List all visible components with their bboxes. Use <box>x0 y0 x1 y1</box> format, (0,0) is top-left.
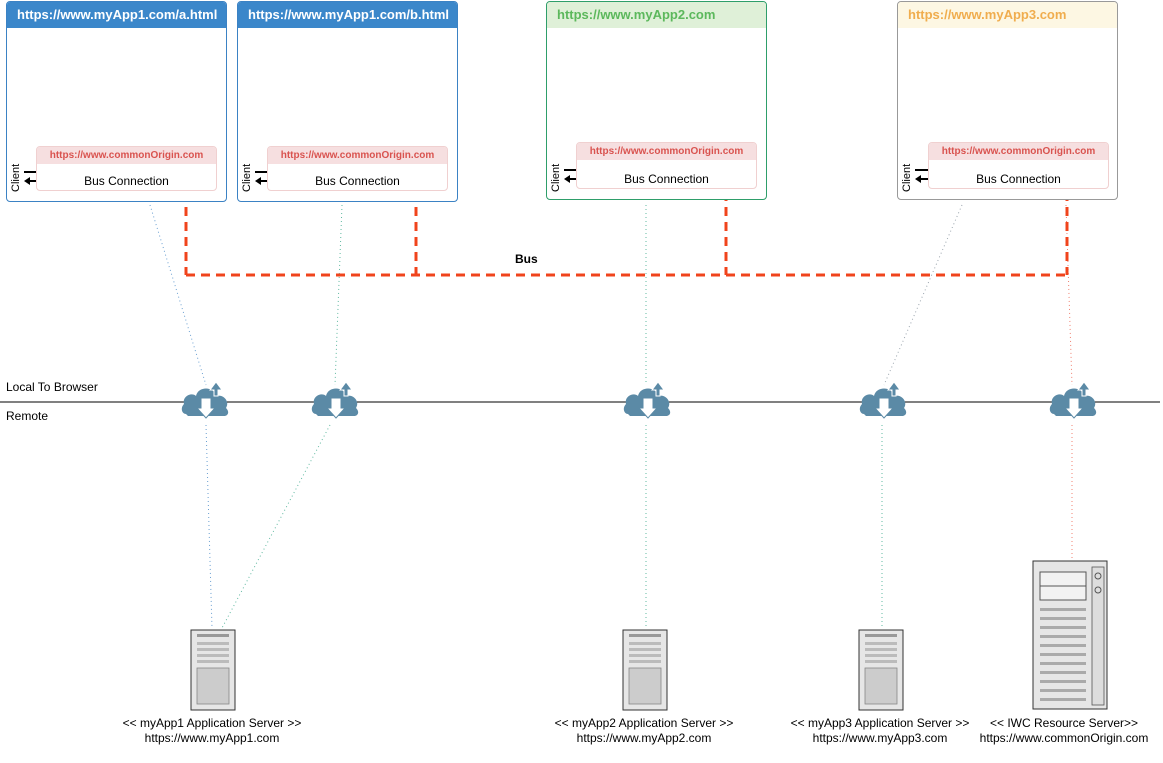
server-tower-icon <box>1032 560 1108 710</box>
server-url: https://www.myApp3.com <box>812 731 948 745</box>
link-b-to-cloud <box>334 204 343 386</box>
browser-url: https://www.myApp2.com <box>547 2 766 28</box>
browser-window-app3: https://www.myApp3.com Client https://ww… <box>897 1 1118 200</box>
cloud-sync-icon <box>1049 381 1097 419</box>
link-cloud1-to-server1 <box>205 424 213 629</box>
server-stereotype: << IWC Resource Server>> <box>989 716 1139 730</box>
browser-url: https://www.myApp1.com/b.html <box>238 2 457 28</box>
bus-connection-label: Bus Connection <box>84 174 169 188</box>
server-tower-icon <box>858 629 904 711</box>
server-label-iwc: << IWC Resource Server>> https://www.com… <box>969 716 1159 746</box>
bus-connection-origin: https://www.commonOrigin.com <box>577 143 756 160</box>
bus-connection: https://www.commonOrigin.com Bus Connect… <box>267 146 448 191</box>
link-a-to-cloud <box>149 204 207 386</box>
bus-connection-label: Bus Connection <box>315 174 400 188</box>
cloud-sync-icon <box>623 381 671 419</box>
server-label-app1: << myApp1 Application Server >> https://… <box>102 716 322 746</box>
browser-url: https://www.myApp3.com <box>898 2 1117 28</box>
link-app3-to-cloud <box>883 204 963 386</box>
cloud-sync-icon <box>859 381 907 419</box>
server-tower-icon <box>622 629 668 711</box>
browser-url: https://www.myApp1.com/a.html <box>7 2 226 28</box>
bus-connection-origin: https://www.commonOrigin.com <box>37 147 216 164</box>
bus-connection: https://www.commonOrigin.com Bus Connect… <box>928 142 1109 189</box>
server-label-app2: << myApp2 Application Server >> https://… <box>534 716 754 746</box>
zone-remote-label: Remote <box>6 409 49 423</box>
server-url: https://www.commonOrigin.com <box>979 731 1149 745</box>
zone-local-label: Local To Browser <box>6 380 98 394</box>
link-cloud2-to-server1 <box>221 424 331 629</box>
server-stereotype: << myApp2 Application Server >> <box>554 716 734 730</box>
server-stereotype: << myApp3 Application Server >> <box>790 716 970 730</box>
server-label-app3: << myApp3 Application Server >> https://… <box>770 716 990 746</box>
bus-connection-origin: https://www.commonOrigin.com <box>929 143 1108 160</box>
link-origin-to-cloud <box>1065 204 1073 386</box>
browser-window-b: https://www.myApp1.com/b.html Client htt… <box>237 1 458 202</box>
cloud-sync-icon <box>311 381 359 419</box>
bus-connection-origin: https://www.commonOrigin.com <box>268 147 447 164</box>
bus-connection: https://www.commonOrigin.com Bus Connect… <box>576 142 757 189</box>
bus-connection: https://www.commonOrigin.com Bus Connect… <box>36 146 217 191</box>
client-label: Client <box>241 163 253 192</box>
bus-connection-label: Bus Connection <box>624 172 709 186</box>
browser-window-a: https://www.myApp1.com/a.html Client htt… <box>6 1 227 202</box>
cloud-sync-icon <box>181 381 229 419</box>
client-label: Client <box>550 163 562 192</box>
bus-lines <box>184 192 1069 277</box>
bus-label: Bus <box>515 252 538 266</box>
server-stereotype: << myApp1 Application Server >> <box>122 716 302 730</box>
browser-window-app2: https://www.myApp2.com Client https://ww… <box>546 1 767 200</box>
client-label: Client <box>10 163 22 192</box>
bus-connection-label: Bus Connection <box>976 172 1061 186</box>
server-url: https://www.myApp1.com <box>144 731 280 745</box>
link-lines <box>149 204 1073 629</box>
client-label: Client <box>901 163 913 192</box>
server-url: https://www.myApp2.com <box>576 731 712 745</box>
server-tower-icon <box>190 629 236 711</box>
